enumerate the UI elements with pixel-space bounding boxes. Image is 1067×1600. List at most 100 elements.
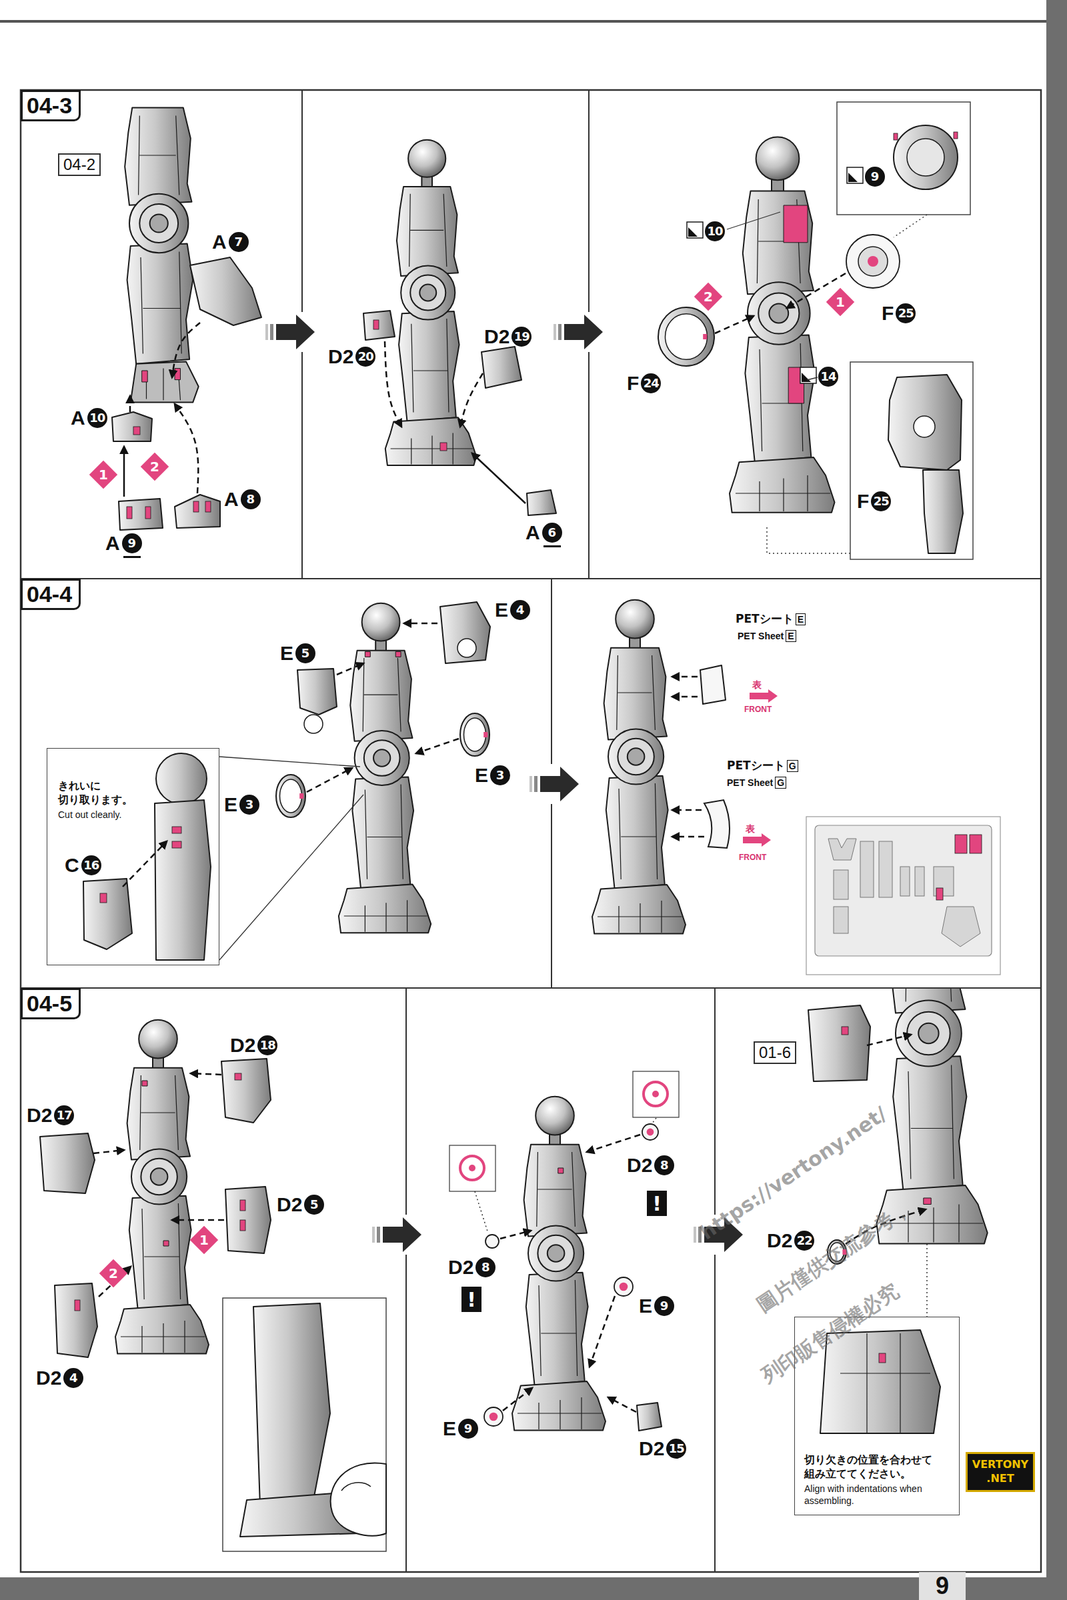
sticker-icon <box>846 167 863 184</box>
inset-knee <box>156 753 207 805</box>
pink-mark <box>240 1200 246 1212</box>
node-text: 04-2 <box>63 156 96 174</box>
leg <box>512 1097 606 1432</box>
shin <box>352 776 414 889</box>
shin-detail <box>411 318 449 413</box>
pink-mark <box>364 651 371 657</box>
part-f25-detail <box>888 374 962 471</box>
assembly-arrow <box>672 696 698 699</box>
part-letter: E <box>474 765 489 786</box>
inset-frame <box>836 102 971 215</box>
knee-hub <box>150 214 169 233</box>
underline <box>123 556 141 559</box>
node-text: きれいに 切り取ります。 <box>58 779 145 808</box>
part-letter: D2 <box>766 1231 793 1252</box>
sticker-icon <box>800 367 817 384</box>
knee-ring <box>617 738 654 775</box>
arrow-stripe <box>372 1227 375 1244</box>
sticker-icon-fold <box>688 227 698 237</box>
part-a9 <box>118 498 163 531</box>
node-text: 04-4 <box>26 581 73 608</box>
sheet-letter: G <box>774 776 787 789</box>
sheet-body <box>814 825 992 957</box>
reference-step: 01-6 <box>753 1041 797 1065</box>
pink-mark <box>953 132 958 139</box>
part-letter: E <box>224 794 238 815</box>
part-letter: A <box>224 489 239 510</box>
order-marker: 2 <box>694 282 723 311</box>
knee-disc <box>528 1225 584 1282</box>
disc-part <box>614 1277 633 1297</box>
pink-mark <box>483 732 488 738</box>
side-band <box>1046 0 1067 1600</box>
part-number: 8 <box>240 489 261 510</box>
panel-art <box>83 602 491 961</box>
sheet-frame <box>806 816 1001 975</box>
part-letter: F <box>881 303 894 324</box>
part-a10 <box>112 412 153 442</box>
sheet-cut <box>900 866 910 897</box>
knee-hub <box>918 1023 939 1044</box>
node-text: 01-6 <box>758 1044 791 1062</box>
finger <box>330 1463 387 1537</box>
thigh <box>396 186 459 277</box>
assembly-arrow <box>122 841 167 887</box>
sheet-letter: E <box>785 630 796 643</box>
part-a8 <box>174 494 221 529</box>
disc-inner <box>858 246 888 277</box>
leader-line <box>766 526 851 554</box>
shin <box>606 776 669 890</box>
foot-frame <box>130 361 199 403</box>
pink-mark <box>133 426 141 435</box>
part-letter: D2 <box>626 1155 653 1176</box>
sticker-number: 9 <box>864 166 885 187</box>
pink-mark <box>126 506 133 519</box>
leg <box>729 136 835 513</box>
knee-ring <box>906 1012 951 1056</box>
thigh <box>124 108 192 206</box>
pink-mark <box>558 1168 564 1174</box>
part-number: 7 <box>228 232 249 253</box>
ring-hole <box>280 779 303 813</box>
ball-joint <box>362 603 401 642</box>
part-d2-4 <box>54 1283 98 1358</box>
washer <box>304 714 323 734</box>
arrow-gap <box>370 1215 425 1256</box>
node-text: 04-5 <box>26 990 73 1017</box>
inset-frame <box>449 1145 496 1192</box>
pink-mark <box>969 834 982 854</box>
part-number: 3 <box>490 765 511 786</box>
front-arrow <box>749 689 778 703</box>
sheet-name: PETシート <box>735 613 794 625</box>
part-number: 3 <box>239 794 260 815</box>
disc-part <box>642 1124 659 1141</box>
order-marker: 1 <box>89 460 118 489</box>
leader-line <box>652 1118 657 1124</box>
sheet-letter: G <box>786 760 799 773</box>
pink-mark <box>783 205 808 243</box>
foot-detail <box>517 1397 602 1430</box>
panel-divider <box>20 578 1041 580</box>
caution-mark: ! <box>646 1191 667 1217</box>
page-ground <box>20 90 1041 1573</box>
assembly-arrow <box>866 1034 911 1046</box>
sticker-icon-fold <box>801 372 811 383</box>
order-marker: 2 <box>99 1259 128 1288</box>
thigh-detail <box>536 1152 576 1228</box>
part-letter: E <box>494 600 509 621</box>
part-letter: D2 <box>230 1035 256 1056</box>
sheet-cut <box>828 838 857 861</box>
part-letter: D2 <box>276 1195 303 1216</box>
pink-mark <box>142 370 149 383</box>
node-text: VERTONY .NET <box>970 1458 1031 1487</box>
top-rule <box>0 20 1047 23</box>
arrow-stripe <box>693 1227 697 1244</box>
leg <box>338 603 431 934</box>
thigh-detail <box>362 658 401 733</box>
sheet-letter: E <box>795 613 806 626</box>
panel-art <box>449 1071 679 1432</box>
step-number: 04-5 <box>20 988 81 1020</box>
pink-mark <box>193 501 199 513</box>
part-number: 9 <box>458 1419 479 1440</box>
